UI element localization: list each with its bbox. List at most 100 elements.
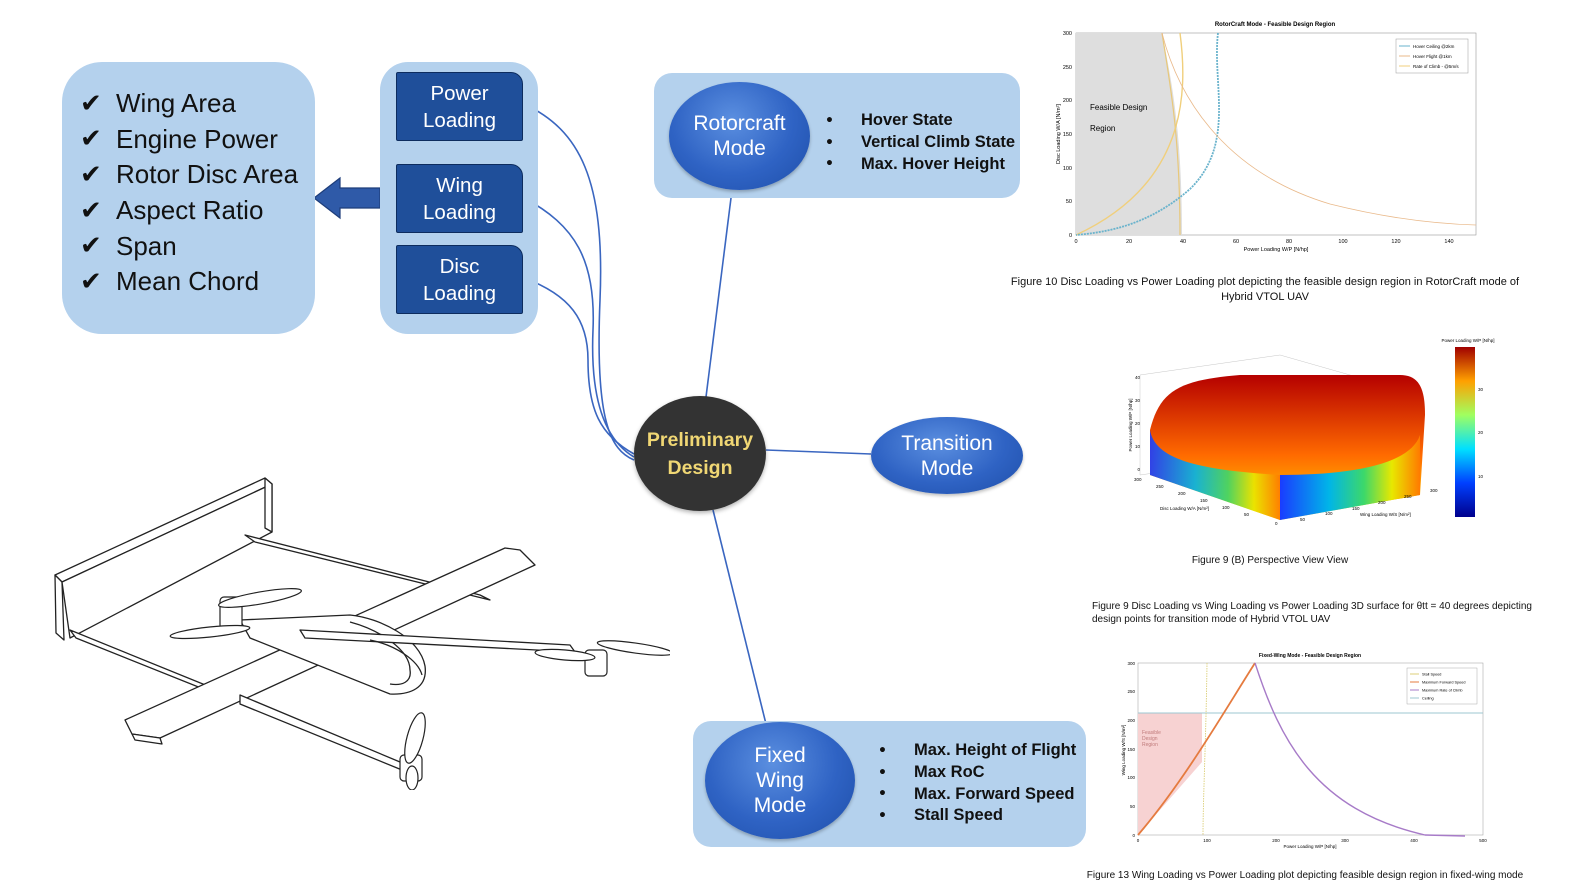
x-tick: 500 xyxy=(1479,838,1487,843)
transition-3d-surface-chart: Power Loading W/P [N/hp] 30 20 10 40 30 … xyxy=(1128,338,1495,526)
z-tick: 0 xyxy=(1137,467,1140,472)
series-hover-ceiling xyxy=(1075,32,1220,236)
y-tick: 200 xyxy=(1378,500,1386,505)
y-axis-label: Disc Loading W/A [N/m²] xyxy=(1056,104,1062,164)
region-label: Feasible Design xyxy=(1090,103,1147,112)
x-axis-label: Disc Loading W/A [N/m²] xyxy=(1160,506,1209,511)
y-tick: 100 xyxy=(1063,166,1072,172)
y-tick: 200 xyxy=(1127,718,1135,723)
parameter-item: ✔Mean Chord xyxy=(80,266,260,297)
y-tick: 300 xyxy=(1127,661,1135,666)
checkmark-icon: ✔ xyxy=(80,231,102,262)
parameter-item: ✔Aspect Ratio xyxy=(80,195,264,226)
y-tick: 50 xyxy=(1066,199,1072,205)
y-tick: 250 xyxy=(1063,65,1072,71)
legend-entry: Stall Speed xyxy=(1422,673,1441,677)
z-axis-label: Power Loading W/P [N/hp] xyxy=(1128,399,1133,452)
y-tick: 100 xyxy=(1325,511,1333,516)
series-rate-of-climb xyxy=(1075,32,1184,236)
series-max-forward-speed xyxy=(1137,662,1256,836)
z-tick: 40 xyxy=(1135,375,1141,380)
legend-entry: Maximum Forward Speed xyxy=(1422,681,1465,685)
requirement-item: •Vertical Climb State xyxy=(825,133,1016,152)
figure-10-caption: Figure 10 Disc Loading vs Power Loading … xyxy=(1010,276,1520,303)
x-axis-label: Power Loading W/P [N/hp] xyxy=(1284,844,1337,849)
parameter-item: ✔Rotor Disc Area xyxy=(80,159,299,190)
y-tick: 50 xyxy=(1300,517,1306,522)
x-tick: 0 xyxy=(1137,838,1140,843)
series-max-rate-of-climb xyxy=(1254,662,1466,837)
region-label: Feasible xyxy=(1142,730,1161,736)
legend xyxy=(1406,667,1478,705)
x-tick: 300 xyxy=(1134,477,1142,482)
y-axis-label: Wing Loading W/S [N/m²] xyxy=(1360,512,1411,517)
x-tick: 140 xyxy=(1444,239,1453,245)
sizing-parameters-list: ✔Wing Area ✔Engine Power ✔Rotor Disc Are… xyxy=(80,86,298,300)
y-tick: 0 xyxy=(1069,233,1072,239)
legend-entry: Hover Ceiling @2km xyxy=(1413,44,1455,49)
y-tick: 300 xyxy=(1063,31,1072,37)
rotorcraft-requirements: •Hover State •Vertical Climb State •Max.… xyxy=(825,110,1015,175)
legend-entry: Maximum Rate of Climb xyxy=(1422,689,1463,693)
feasible-region xyxy=(1076,33,1182,235)
requirement-item: •Max. Hover Height xyxy=(825,154,1005,173)
y-tick: 150 xyxy=(1127,747,1135,752)
connector-transition xyxy=(765,449,872,455)
legend-entry: Hover Flight @1km xyxy=(1413,54,1452,59)
fixed-wing-requirements: •Max. Height of Flight •Max RoC •Max. Fo… xyxy=(878,740,1076,827)
series-hover-flight xyxy=(1161,32,1181,236)
y-tick: 250 xyxy=(1127,689,1135,694)
x-tick: 200 xyxy=(1178,491,1186,496)
checkmark-icon: ✔ xyxy=(80,266,102,297)
legend-entry: Rate of Climb - @5m/s xyxy=(1413,64,1459,69)
colorbar-tick: 30 xyxy=(1478,387,1484,392)
region-label: Region xyxy=(1142,742,1158,748)
requirement-item: •Stall Speed xyxy=(878,806,1003,825)
checkmark-icon: ✔ xyxy=(80,159,102,190)
x-tick: 400 xyxy=(1410,838,1418,843)
z-tick: 20 xyxy=(1135,421,1141,426)
parameter-item: ✔Span xyxy=(80,230,177,262)
y-tick: 150 xyxy=(1063,132,1072,138)
z-tick: 10 xyxy=(1135,444,1141,449)
x-tick: 60 xyxy=(1233,239,1239,245)
feasible-region xyxy=(1138,713,1202,835)
region-label: Region xyxy=(1090,124,1115,133)
series-hover-flight-tail xyxy=(1161,32,1477,226)
sizing-parameters-panel xyxy=(62,62,315,334)
surface-front xyxy=(1280,435,1420,520)
connector-fixed-wing xyxy=(712,509,767,725)
y-tick: 50 xyxy=(1130,804,1136,809)
y-tick: 250 xyxy=(1404,494,1412,499)
connector-wing-loading xyxy=(523,197,635,458)
x-tick: 250 xyxy=(1156,484,1164,489)
surface-side xyxy=(1150,430,1280,520)
x-tick: 0 xyxy=(1074,239,1077,245)
y-tick: 200 xyxy=(1063,98,1072,104)
checkmark-icon: ✔ xyxy=(80,88,102,119)
x-tick: 100 xyxy=(1338,239,1347,245)
x-tick: 300 xyxy=(1341,838,1349,843)
y-tick: 0 xyxy=(1275,521,1278,526)
figure-13-caption: Figure 13 Wing Loading vs Power Loading … xyxy=(1086,870,1524,881)
y-tick: 100 xyxy=(1127,775,1135,780)
x-tick: 50 xyxy=(1244,512,1250,517)
fixed-wing-feasible-region-chart: Fixed-Wing Mode - Feasible Design Region… xyxy=(1121,653,1487,849)
colorbar xyxy=(1455,347,1475,517)
chart-title: Fixed-Wing Mode - Feasible Design Region xyxy=(1259,653,1361,659)
chart-title: RotorCraft Mode - Feasible Design Region xyxy=(1215,22,1336,28)
figure-9b-caption: Figure 9 (B) Perspective View View xyxy=(1191,555,1349,566)
y-tick: 300 xyxy=(1430,488,1438,493)
x-tick: 200 xyxy=(1272,838,1280,843)
connector-rotorcraft xyxy=(705,189,733,398)
colorbar-title: Power Loading W/P [N/hp] xyxy=(1442,338,1495,343)
left-arrow-icon xyxy=(313,176,381,220)
checkmark-icon: ✔ xyxy=(80,195,102,226)
parameter-item: ✔Engine Power xyxy=(80,123,278,155)
x-axis-label: Power Loading W/P [N/hp] xyxy=(1244,247,1309,253)
